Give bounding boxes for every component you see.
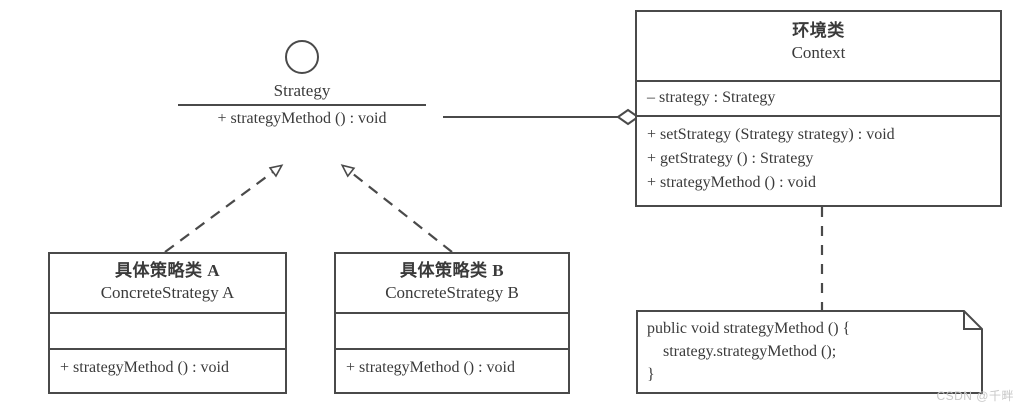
strategy-separator-line [178,104,426,106]
aggregation-connector [443,108,640,126]
context-method: + getStrategy () : Strategy [647,150,814,167]
strategy-method-label: + strategyMethod () : void [217,110,387,127]
concrete-b-title-compartment: 具体策略类 B ConcreteStrategy B [336,254,568,312]
concrete-a-attributes-compartment [50,312,285,348]
concrete-b-method: + strategyMethod () : void [346,359,515,376]
concrete-b-title-cn: 具体策略类 B [399,261,505,280]
note-code-text: public void strategyMethod () { strategy… [647,320,851,383]
context-attribute: – strategy : Strategy [647,89,776,106]
context-method: + setStrategy (Strategy strategy) : void [647,126,895,143]
context-title-en: Context [791,43,846,62]
class-box-concrete-strategy-a[interactable]: 具体策略类 A ConcreteStrategy A + strategyMet… [48,252,287,394]
context-title-cn: 环境类 [792,21,845,40]
concrete-a-method: + strategyMethod () : void [60,359,229,376]
context-title-compartment: 环境类 Context [637,12,1000,80]
context-method: + strategyMethod () : void [647,174,816,191]
concrete-b-methods-compartment: + strategyMethod () : void [336,348,568,392]
concrete-b-attributes-compartment [336,312,568,348]
watermark-label: CSDN @千畔 [936,389,1014,403]
concrete-a-methods-compartment: + strategyMethod () : void [50,348,285,392]
context-attributes-compartment: – strategy : Strategy [637,80,1000,115]
strategy-interface[interactable]: Strategy + strategyMethod () : void [178,40,426,132]
realization-arrow-b [343,166,453,253]
realization-arrow-a [164,166,281,253]
class-box-context[interactable]: 环境类 Context – strategy : Strategy + setS… [635,10,1002,207]
strategy-interface-name: Strategy [273,81,331,100]
context-methods-compartment: + setStrategy (Strategy strategy) : void… [637,115,1000,205]
concrete-a-title-en: ConcreteStrategy A [100,283,235,302]
note-box[interactable]: public void strategyMethod () { strategy… [637,311,982,393]
concrete-a-title-cn: 具体策略类 A [114,261,221,280]
concrete-b-title-en: ConcreteStrategy B [385,283,519,302]
interface-circle-icon [285,40,319,74]
concrete-a-title-compartment: 具体策略类 A ConcreteStrategy A [50,254,285,312]
class-box-concrete-strategy-b[interactable]: 具体策略类 B ConcreteStrategy B + strategyMet… [334,252,570,394]
